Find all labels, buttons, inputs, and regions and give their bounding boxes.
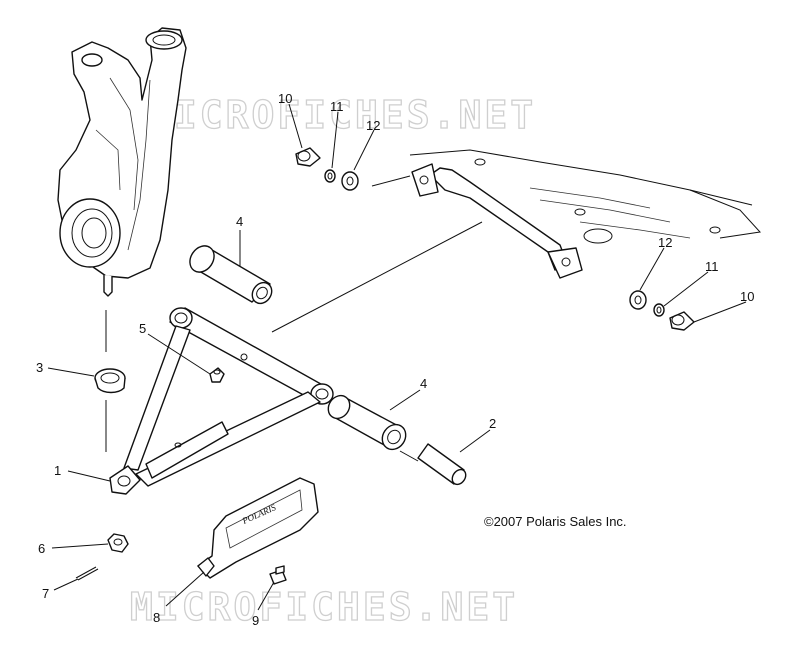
lock-washer-right	[653, 303, 665, 317]
callout-4-lower: 4	[420, 376, 427, 391]
callout-1: 1	[54, 463, 61, 478]
callout-7: 7	[42, 586, 49, 601]
callout-10-upper: 10	[278, 91, 292, 106]
callout-6: 6	[38, 541, 45, 556]
assembly-lines	[105, 175, 483, 462]
callout-10-right: 10	[740, 289, 754, 304]
bushing-lower	[327, 394, 407, 451]
callout-8: 8	[153, 610, 160, 625]
callout-12-right: 12	[658, 235, 672, 250]
watermark-bottom: MICROFICHES.NET	[130, 585, 518, 629]
watermark-top: MICROFICHES.NET	[148, 93, 536, 137]
callout-4-upper: 4	[236, 214, 243, 229]
castle-nut	[107, 533, 129, 553]
bolt-right	[669, 311, 695, 331]
a-arm	[109, 307, 334, 495]
a-arm-guard: POLARIS	[197, 477, 319, 579]
pivot-tube	[417, 443, 467, 486]
ball-joint-cup	[94, 368, 126, 394]
callout-12-upper: 12	[366, 118, 380, 133]
callout-3: 3	[36, 360, 43, 375]
lock-washer-upper	[324, 169, 336, 183]
copyright-notice: ©2007 Polaris Sales Inc.	[484, 514, 627, 529]
steering-knuckle	[57, 27, 187, 297]
bushing-upper	[189, 245, 273, 305]
flat-washer-upper	[341, 171, 359, 191]
callout-leaders	[47, 103, 747, 611]
callouts: 1 2 3 4 4 5 6 7 8 9 10 10 11 11 12 12	[36, 91, 754, 628]
callout-9: 9	[252, 613, 259, 628]
grease-fitting	[209, 367, 225, 383]
cotter-pin	[75, 566, 99, 581]
callout-5: 5	[139, 321, 146, 336]
callout-11-right: 11	[705, 259, 719, 274]
flat-washer-right	[629, 290, 647, 310]
bolt-upper	[295, 147, 321, 167]
guard-bolt	[269, 565, 287, 585]
frame-section	[409, 149, 761, 279]
callout-2: 2	[489, 416, 496, 431]
callout-11-upper: 11	[330, 99, 344, 114]
